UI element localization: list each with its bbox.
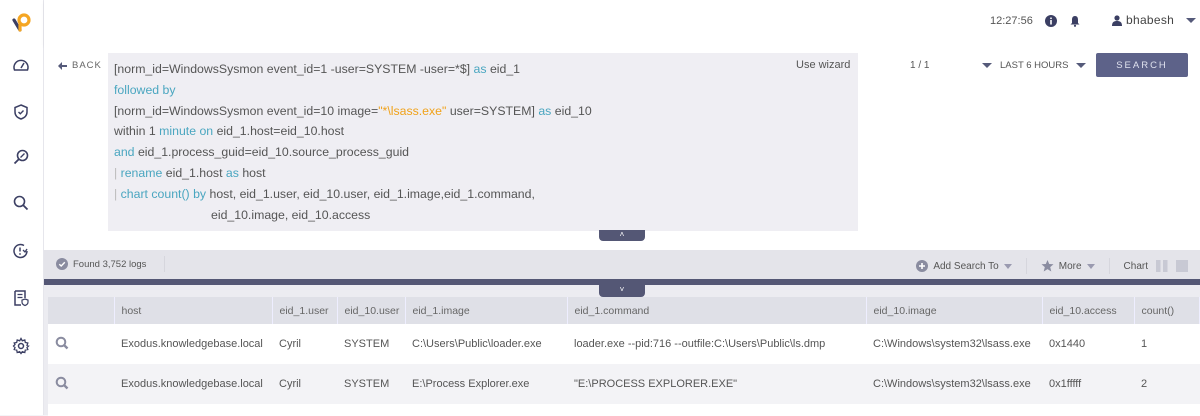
column-header-eid1-user[interactable]: eid_1.user bbox=[272, 297, 337, 324]
query-editor[interactable]: [norm_id=WindowsSysmon event_id=1 -user=… bbox=[108, 53, 858, 231]
results-table: host eid_1.user eid_10.user eid_1.image … bbox=[48, 297, 1200, 416]
cell-eid1-image: E:\Process Explorer.exe bbox=[405, 364, 567, 404]
chevron-down-icon bbox=[1004, 264, 1012, 269]
clock: 12:27:56 bbox=[990, 15, 1033, 27]
chevron-down-icon bbox=[1186, 18, 1196, 23]
cell-eid10-user: SYSTEM bbox=[337, 324, 405, 364]
column-header-eid1-command[interactable]: eid_1.command bbox=[567, 297, 866, 324]
sidebar bbox=[0, 0, 44, 415]
check-circle-icon bbox=[56, 258, 68, 270]
search-icon[interactable] bbox=[55, 336, 69, 350]
back-button[interactable]: BACK bbox=[58, 60, 102, 71]
table-header: host eid_1.user eid_10.user eid_1.image … bbox=[48, 297, 1200, 324]
back-label: BACK bbox=[72, 60, 102, 71]
magnify-search-icon[interactable] bbox=[12, 148, 30, 166]
table-row: Exodus.knowledgebase.local Cyril SYSTEM … bbox=[48, 324, 1200, 364]
arrow-left-icon bbox=[58, 62, 67, 70]
grid-chart-icon[interactable] bbox=[1176, 260, 1188, 272]
more-dropdown[interactable]: More bbox=[1041, 260, 1095, 272]
add-search-to-dropdown[interactable]: Add Search To bbox=[916, 260, 1011, 272]
query-panel: BACK [norm_id=WindowsSysmon event_id=1 -… bbox=[44, 45, 1200, 250]
column-header-actions bbox=[48, 297, 114, 324]
divider bbox=[164, 256, 165, 272]
column-header-eid10-user[interactable]: eid_10.user bbox=[337, 297, 405, 324]
cell-eid1-user: Cyril bbox=[272, 364, 337, 404]
chevron-down-icon bbox=[982, 63, 992, 68]
search-icon[interactable] bbox=[12, 194, 30, 212]
cell-eid10-access: 0x1fffff bbox=[1042, 364, 1134, 404]
chevron-down-icon bbox=[1087, 264, 1095, 269]
column-header-eid10-access[interactable]: eid_10.access bbox=[1042, 297, 1134, 324]
chevron-up-icon: ˄ bbox=[620, 230, 625, 239]
user-menu[interactable]: bhabesh bbox=[1112, 13, 1196, 27]
chart-label: Chart bbox=[1124, 261, 1148, 272]
top-bar: 12:27:56 bhabesh bbox=[44, 0, 1200, 45]
cell-eid10-image: C:\Windows\system32\lsass.exe bbox=[866, 364, 1042, 404]
column-chart-icon[interactable] bbox=[1156, 260, 1168, 272]
time-range-label: LAST 6 HOURS bbox=[1000, 60, 1068, 71]
cell-eid1-command: "E:\PROCESS EXPLORER.EXE" bbox=[567, 364, 866, 404]
cell-eid10-image: C:\Windows\system32\lsass.exe bbox=[866, 324, 1042, 364]
cell-eid10-access: 0x1440 bbox=[1042, 324, 1134, 364]
expand-results-button[interactable]: ˅ bbox=[599, 284, 645, 297]
column-header-eid10-image[interactable]: eid_10.image bbox=[866, 297, 1042, 324]
cell-count: 1 bbox=[1134, 324, 1200, 364]
star-icon bbox=[1041, 260, 1054, 272]
collapse-query-button[interactable]: ˄ bbox=[599, 230, 645, 241]
column-header-host[interactable]: host bbox=[114, 297, 272, 324]
pager: 1 / 1 bbox=[910, 60, 929, 71]
table-row-empty bbox=[48, 404, 1200, 416]
cell-host: Exodus.knowledgebase.local bbox=[114, 364, 272, 404]
found-status: Found 3,752 logs bbox=[56, 258, 146, 270]
column-header-eid1-image[interactable]: eid_1.image bbox=[405, 297, 567, 324]
info-icon[interactable] bbox=[1045, 15, 1057, 27]
use-wizard-link[interactable]: Use wizard bbox=[796, 59, 850, 71]
time-range-dropdown[interactable]: LAST 6 HOURS bbox=[982, 60, 1086, 71]
bell-icon[interactable] bbox=[1069, 15, 1081, 27]
results-table-container: host eid_1.user eid_10.user eid_1.image … bbox=[44, 285, 1200, 415]
report-icon[interactable] bbox=[12, 289, 30, 307]
column-header-count[interactable]: count() bbox=[1134, 297, 1200, 324]
cell-count: 2 bbox=[1134, 364, 1200, 404]
chevron-down-icon: ˅ bbox=[620, 285, 625, 294]
found-count: Found 3,752 logs bbox=[73, 259, 146, 270]
user-icon bbox=[1112, 15, 1122, 26]
chevron-down-icon bbox=[1076, 63, 1086, 68]
cell-eid1-image: C:\Users\Public\loader.exe bbox=[405, 324, 567, 364]
result-toolbar: Found 3,752 logs Add Search To More Char… bbox=[44, 250, 1200, 279]
gear-icon[interactable] bbox=[12, 337, 30, 355]
plus-circle-icon bbox=[916, 260, 928, 272]
username: bhabesh bbox=[1126, 13, 1174, 27]
gauge-icon[interactable] bbox=[12, 57, 30, 75]
cell-eid1-command: loader.exe --pid:716 --outfile:C:\Users\… bbox=[567, 324, 866, 364]
logo-icon[interactable] bbox=[11, 12, 33, 34]
cell-eid1-user: Cyril bbox=[272, 324, 337, 364]
cell-eid10-user: SYSTEM bbox=[337, 364, 405, 404]
table-row: Exodus.knowledgebase.local Cyril SYSTEM … bbox=[48, 364, 1200, 404]
search-button[interactable]: SEARCH bbox=[1096, 53, 1188, 77]
cell-host: Exodus.knowledgebase.local bbox=[114, 324, 272, 364]
shield-check-icon[interactable] bbox=[12, 103, 30, 121]
search-icon[interactable] bbox=[55, 376, 69, 390]
alert-clock-icon[interactable] bbox=[12, 242, 30, 260]
